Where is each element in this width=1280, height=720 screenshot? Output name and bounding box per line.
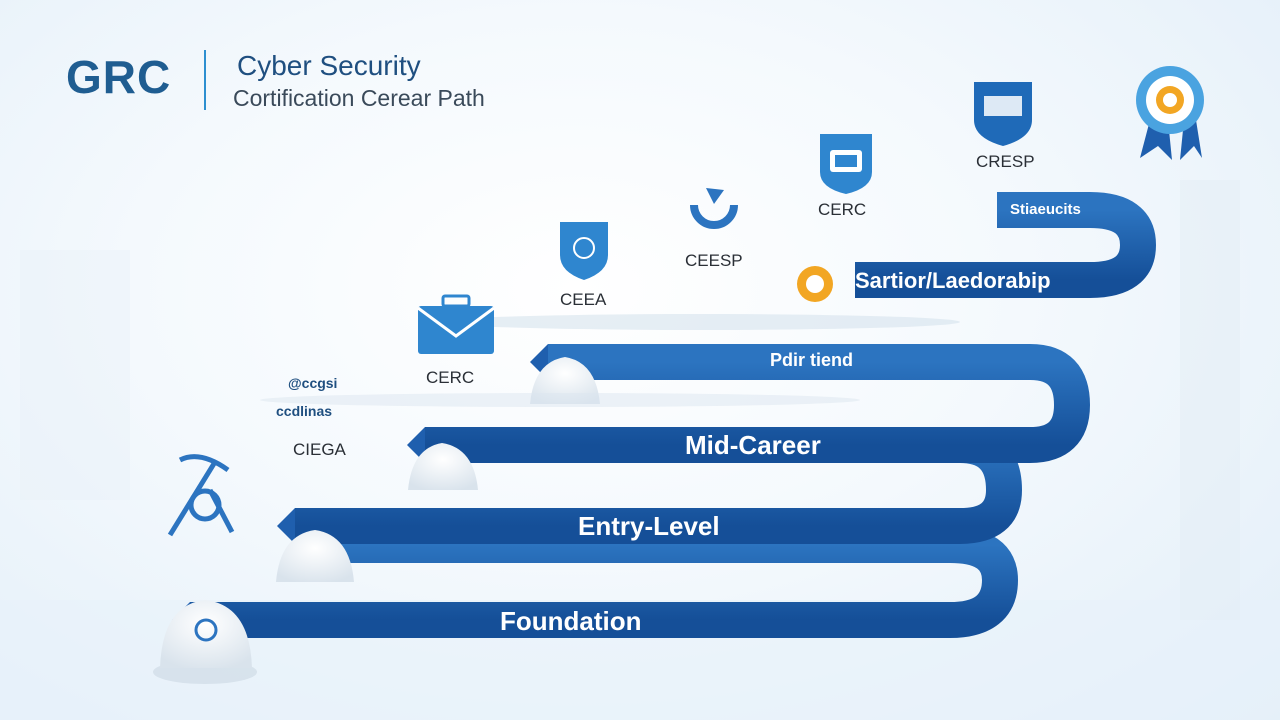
level-mid-label: Mid-Career: [685, 430, 821, 460]
path-band-foundation: [190, 527, 1019, 638]
compass-arrow-icon: [167, 454, 235, 537]
level-entry-label: Entry-Level: [578, 511, 720, 541]
pedestal-foundation: [160, 600, 252, 668]
band-tip-entry: [277, 508, 295, 544]
band-mid: [425, 344, 1091, 463]
level-upper-label: Pdir tiend: [770, 350, 854, 370]
level-foundation-label: Foundation: [500, 606, 642, 636]
pedestal-mid: [408, 443, 478, 490]
header-divider: [204, 50, 206, 110]
page-title: Cyber Security: [237, 50, 421, 81]
band-foundation: [190, 527, 1019, 638]
cert-label-ciega: CIEGA: [293, 440, 346, 459]
envelope-icon: [417, 294, 495, 354]
award-badge-icon: [1136, 66, 1204, 160]
shield-top-icon: [974, 82, 1032, 146]
pedestal-entry: [276, 530, 354, 582]
cert-label-cerc-2: CERC: [818, 200, 867, 219]
target-icon: [194, 618, 218, 642]
cert-label-ceesp: CEESP: [685, 251, 743, 270]
level-top-label: Stiaeucits: [1010, 201, 1081, 218]
logo: GRC: [66, 51, 172, 103]
device-shield-icon: [820, 134, 872, 194]
medal-icon: [797, 266, 833, 302]
pedestal-upper: [530, 357, 600, 404]
side-text-line1: @ccgsi: [288, 375, 338, 391]
cert-label-cerc-1: CERC: [426, 368, 475, 387]
cert-label-ceea: CEEA: [560, 290, 607, 309]
band-senior: [855, 192, 1157, 298]
page-subtitle: Cortification Cerear Path: [233, 85, 485, 111]
shield-icon: [560, 222, 608, 280]
side-text-line2: ccdlinas: [276, 403, 333, 419]
refresh-icon: [690, 188, 738, 229]
level-senior-label: Sartior/Laedorabip: [855, 268, 1051, 293]
cert-label-cresp: CRESP: [976, 152, 1035, 171]
band-tip-mid: [407, 427, 425, 463]
